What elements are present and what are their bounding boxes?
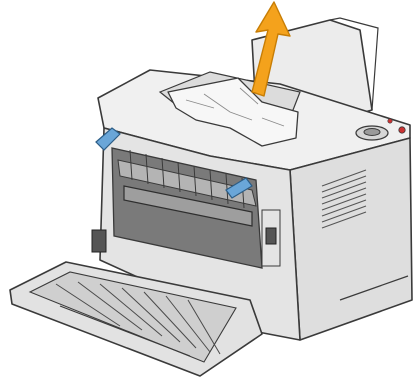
usb-port [266,228,276,244]
printer-right-side [290,138,412,340]
power-socket [92,230,106,252]
indicator-light-icon [388,119,392,123]
power-button-icon [399,127,405,133]
